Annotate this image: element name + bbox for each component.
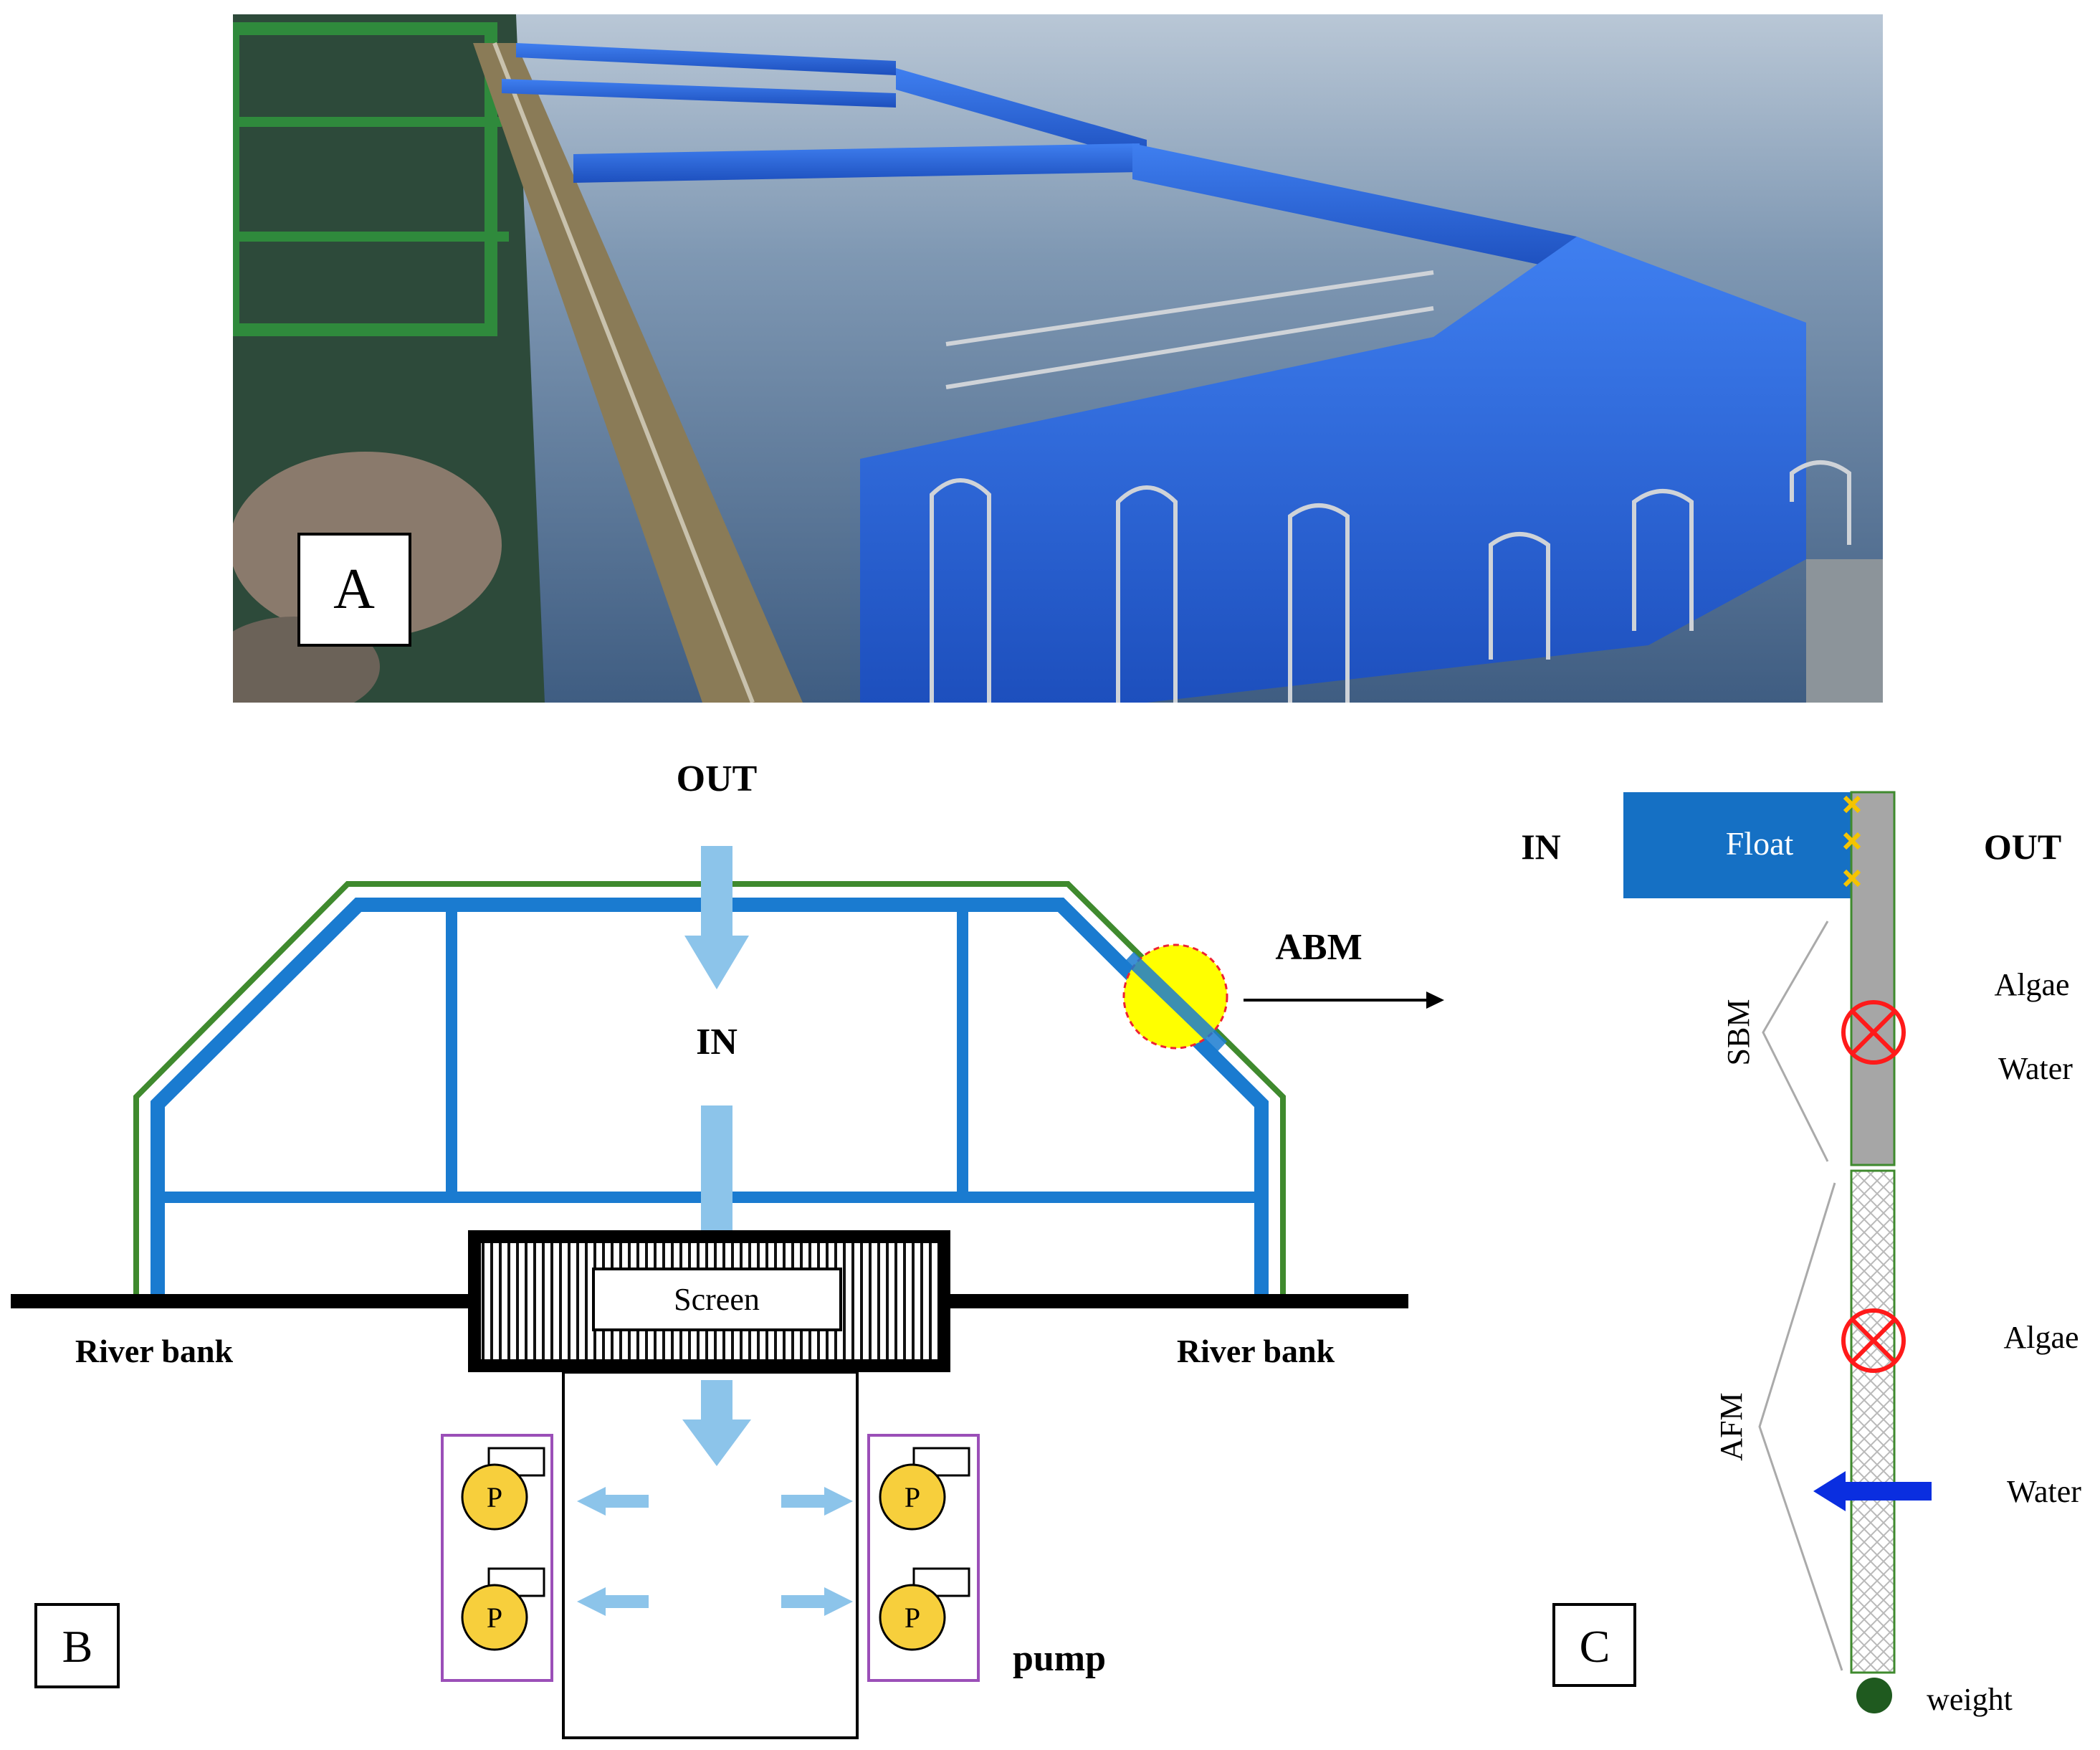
panel-c-label-box bbox=[1552, 1603, 1636, 1687]
sbm-block-icon bbox=[1841, 1000, 1906, 1065]
afm-algae-label: Algae bbox=[2003, 1320, 2078, 1355]
boom-cross bbox=[573, 143, 1140, 183]
svg-text:P: P bbox=[487, 1602, 502, 1634]
boom-upper bbox=[896, 68, 1147, 161]
panel-c-diagram: Float bbox=[1521, 791, 2081, 1717]
float-block bbox=[1623, 792, 1851, 898]
screen-label: Screen bbox=[674, 1282, 760, 1317]
pump-box-right bbox=[867, 1434, 980, 1682]
sbm-label: SBM bbox=[1721, 999, 1756, 1066]
afm-membrane bbox=[1850, 1169, 1896, 1674]
panel-a-photo bbox=[233, 14, 1883, 703]
pump-label: pump bbox=[1013, 1638, 1106, 1679]
sbm-membrane bbox=[1850, 791, 1896, 1166]
abm-label: ABM bbox=[1275, 927, 1362, 968]
afm-water-label: Water bbox=[2007, 1474, 2081, 1509]
boom-platform bbox=[860, 237, 1806, 703]
panel-a-label-box bbox=[297, 533, 411, 647]
in-label-b: IN bbox=[696, 1022, 738, 1062]
panel-c-label: C bbox=[1580, 1621, 1610, 1672]
abm-highlight-boom bbox=[1124, 951, 1227, 1052]
screen-box bbox=[592, 1268, 842, 1331]
weight-icon bbox=[1856, 1678, 1892, 1713]
river-bank-left-label: River bank bbox=[75, 1333, 234, 1369]
flow-arrow-top bbox=[684, 846, 749, 989]
panel-b-label: B bbox=[62, 1621, 93, 1672]
panel-b-diagram: Screen P P bbox=[11, 759, 1444, 1739]
sbm-algae-label: Algae bbox=[1994, 967, 2069, 1002]
svg-text:P: P bbox=[905, 1481, 920, 1513]
out-label-c: OUT bbox=[1984, 827, 2061, 867]
svg-text:P: P bbox=[487, 1481, 502, 1513]
side-arrows bbox=[577, 1487, 853, 1616]
panel-b-label-box bbox=[34, 1603, 120, 1688]
svg-text:P: P bbox=[905, 1602, 920, 1634]
pump-box-left bbox=[441, 1434, 553, 1682]
river-bank-right-label: River bank bbox=[1177, 1333, 1335, 1369]
boom-mid bbox=[502, 79, 896, 108]
afm-water-arrow bbox=[1813, 1471, 1932, 1511]
weight-label: weight bbox=[1927, 1682, 2013, 1717]
panel-a-label: A bbox=[333, 558, 375, 621]
flow-arrow-channel bbox=[682, 1380, 751, 1466]
afm-label: AFM bbox=[1714, 1392, 1749, 1460]
attachment-marks bbox=[1843, 795, 1861, 888]
float-label: Float bbox=[1726, 825, 1794, 862]
walkway bbox=[473, 43, 803, 703]
sbm-brace bbox=[1762, 921, 1829, 1162]
pump-left-top: P bbox=[461, 1447, 545, 1531]
boom-far bbox=[516, 43, 896, 75]
green-pier-frame bbox=[233, 22, 497, 336]
afm-block-icon bbox=[1841, 1308, 1906, 1373]
pump-right-top: P bbox=[879, 1447, 970, 1531]
pump-left-bottom: P bbox=[461, 1567, 545, 1651]
afm-brace bbox=[1758, 1182, 1843, 1671]
in-label-c: IN bbox=[1521, 827, 1561, 867]
pump-right-bottom: P bbox=[879, 1567, 970, 1651]
boom-right bbox=[1132, 143, 1577, 272]
out-label-b: OUT bbox=[677, 759, 758, 799]
sbm-water-label: Water bbox=[1998, 1051, 2073, 1086]
